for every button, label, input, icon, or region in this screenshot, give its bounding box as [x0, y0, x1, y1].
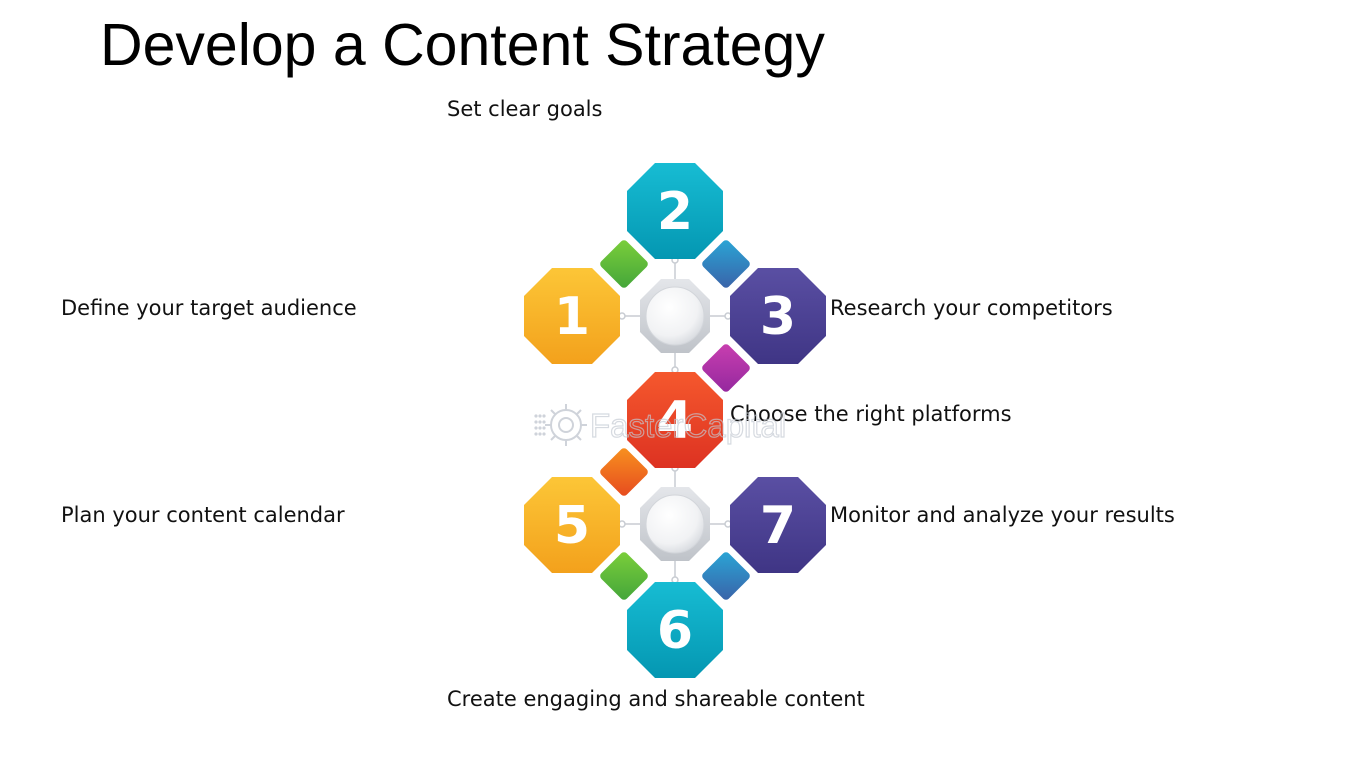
step-number-3: 3 — [760, 287, 796, 347]
step-octagon-2: 2 — [627, 163, 723, 259]
center-hub-bottom — [640, 487, 710, 561]
step-label-4: Choose the right platforms — [730, 402, 1012, 426]
watermark-text: FasterCapital — [590, 407, 786, 444]
step-octagon-1: 1 — [524, 268, 620, 364]
step-octagon-3: 3 — [730, 268, 826, 364]
step-octagon-5: 5 — [524, 477, 620, 573]
step-label-2: Set clear goals — [447, 97, 603, 121]
center-hub-top — [640, 279, 710, 353]
step-octagon-4: 4 — [627, 372, 723, 468]
step-label-6: Create engaging and shareable content — [447, 687, 865, 711]
step-label-3: Research your competitors — [830, 296, 1113, 320]
connector-diamond-orange — [600, 448, 648, 496]
connector-diamond-green — [600, 552, 648, 600]
connector-diamond-blue — [702, 552, 750, 600]
step-number-2: 2 — [657, 182, 693, 242]
step-octagon-6: 6 — [627, 582, 723, 678]
connector-diamond-blue — [702, 240, 750, 288]
page-title: Develop a Content Strategy — [100, 12, 825, 78]
step-number-1: 1 — [554, 287, 590, 347]
step-number-7: 7 — [760, 496, 796, 556]
step-number-6: 6 — [657, 601, 693, 661]
step-label-1: Define your target audience — [61, 296, 357, 320]
step-number-5: 5 — [554, 496, 590, 556]
hub-links — [618, 256, 732, 584]
step-label-5: Plan your content calendar — [61, 503, 345, 527]
watermark-logo: FasterCapital — [534, 404, 787, 446]
step-label-7: Monitor and analyze your results — [830, 503, 1175, 527]
connector-diamond-magenta — [702, 344, 750, 392]
gear-icon — [545, 404, 587, 446]
step-octagon-7: 7 — [730, 477, 826, 573]
step-number-4: 4 — [657, 391, 693, 451]
connector-diamond-green — [600, 240, 648, 288]
